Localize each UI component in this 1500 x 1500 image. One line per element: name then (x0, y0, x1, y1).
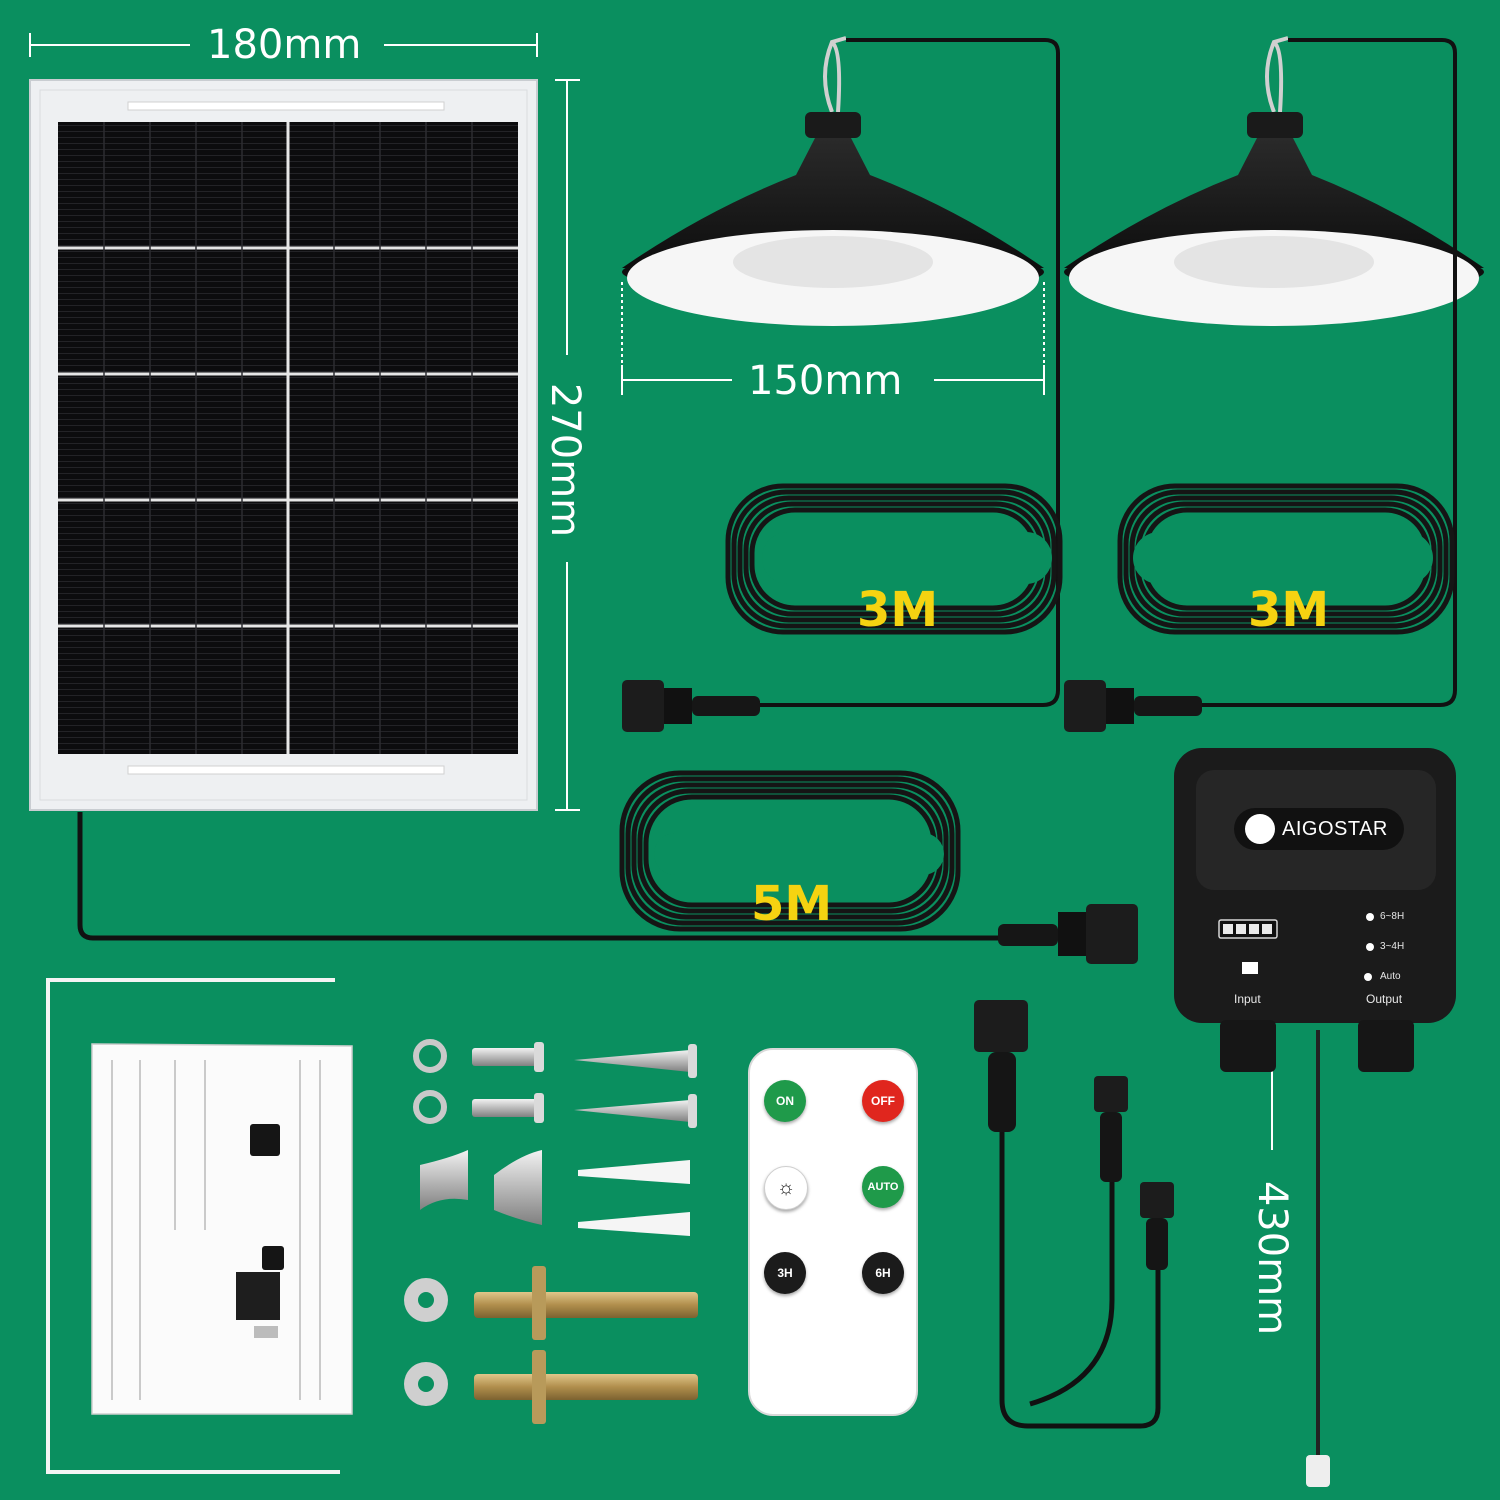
remote-3h-button[interactable]: 3H (764, 1252, 806, 1294)
cable-length-panel: 5M (751, 876, 833, 932)
cable-length-lamp-1: 3M (857, 582, 939, 638)
panel-width-label: 180mm (207, 22, 362, 68)
instruction-manual (91, 1043, 353, 1415)
pendant-lamp-2 (1064, 36, 1484, 707)
pull-cord-length-label: 430mm (1249, 1180, 1295, 1336)
remote-control (748, 1048, 918, 1416)
controller-input-label: Input (1234, 992, 1261, 1006)
coil-gap (654, 833, 944, 875)
controller-mode-6-8h: 6~8H (1380, 911, 1405, 922)
remote-6h-button[interactable]: 6H (862, 1252, 904, 1294)
remote-off-button[interactable]: OFF (862, 1080, 904, 1122)
connector-lamp-2 (1064, 680, 1202, 732)
connector-panel (998, 904, 1138, 964)
lamp-diameter-dimension-line (621, 282, 1045, 395)
coil-gap (1133, 532, 1433, 584)
panel-height-dimension-line (555, 79, 580, 811)
lamp-diameter-label: 150mm (748, 358, 903, 404)
controller-mode-3-4h: 3~4H (1380, 941, 1405, 952)
panel-cable (77, 812, 1000, 941)
coil-gap (762, 532, 1052, 584)
controller-output-label: Output (1366, 992, 1403, 1006)
cable-coil-lamp-2 (1117, 483, 1455, 635)
brightness-icon[interactable]: ☼ (764, 1166, 808, 1210)
hardware-kit (404, 1039, 698, 1424)
panel-width-dimension-line (29, 33, 538, 57)
panel-height-label: 270mm (542, 382, 588, 538)
connector-lamp-1 (622, 680, 760, 732)
mounting-bracket (46, 978, 340, 1474)
solar-panel (29, 79, 538, 811)
cable-length-lamp-2: 3M (1248, 582, 1330, 638)
pull-cord (1306, 1030, 1330, 1487)
controller-box (1174, 748, 1456, 1072)
remote-on-button[interactable]: ON (764, 1080, 806, 1122)
remote-auto-button[interactable]: AUTO (862, 1166, 904, 1208)
pendant-lamp-1 (622, 36, 1060, 707)
controller-mode-auto: Auto (1380, 971, 1401, 982)
controller-brand-logo: AIGOSTAR (1282, 818, 1388, 840)
y-splitter-cable (974, 1000, 1174, 1429)
